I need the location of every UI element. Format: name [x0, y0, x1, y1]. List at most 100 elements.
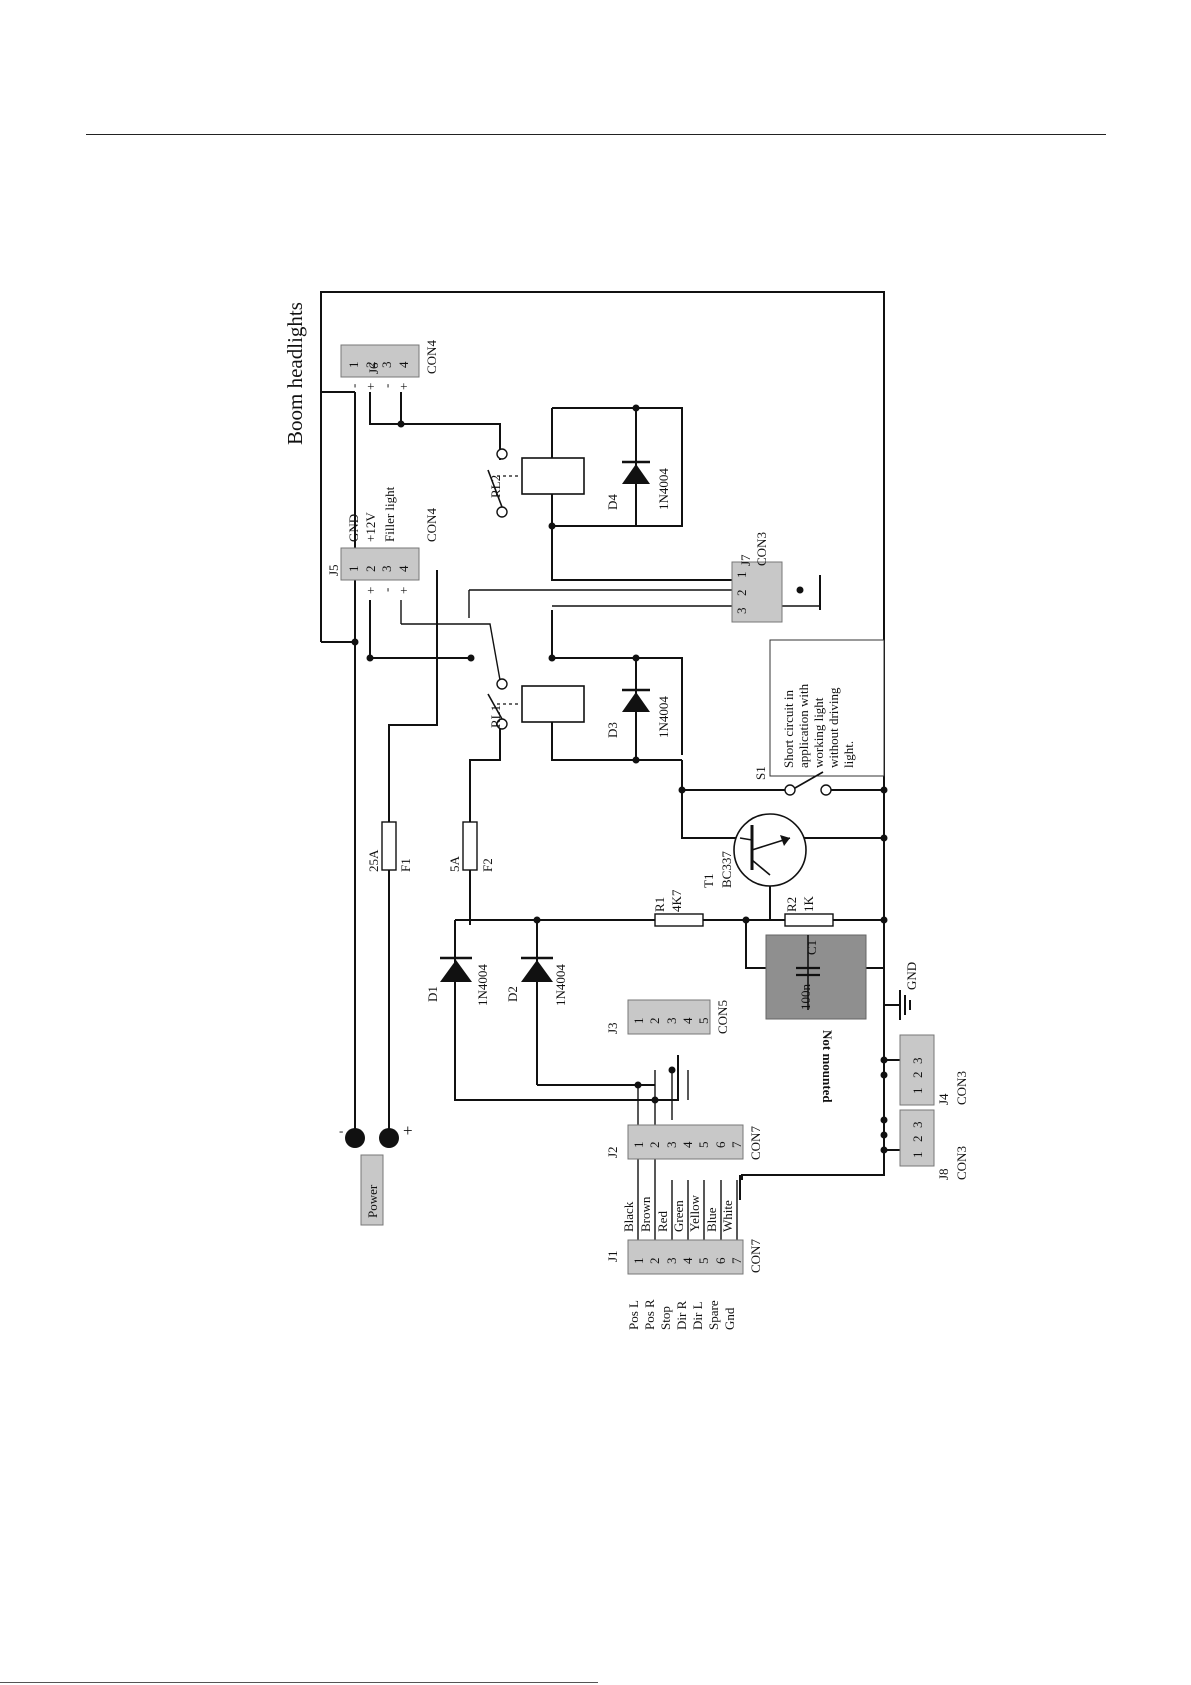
j6-pin-3: 3 [379, 362, 394, 369]
signal-label-2: Pos R [642, 1299, 657, 1330]
s1-note-line-3: working light [811, 697, 826, 768]
s1-note-line-5: light. [841, 741, 856, 768]
t1-collector-wire [681, 760, 740, 839]
d1-ref: D1 [425, 986, 440, 1002]
j7-pin-3: 3 [734, 608, 749, 615]
j6-pin-4: 4 [396, 361, 411, 368]
j1-signal-labels: Pos L Pos R Stop Dir R Dir L Spare Gnd [626, 1299, 737, 1330]
rl1-contact-wire [401, 623, 501, 681]
c1-note: Not mounted [820, 1030, 835, 1103]
d3-ref: D3 [605, 722, 620, 738]
j5-pin-3: 3 [379, 566, 394, 573]
d2-ref: D2 [505, 986, 520, 1002]
j5-pin-2: 2 [363, 566, 378, 573]
d4-ref: D4 [605, 494, 620, 510]
connector-j5: J5 CON4 GND +12V Filler light 1 2 3 4 - … [326, 486, 439, 594]
j3-pin-4: 4 [680, 1017, 695, 1024]
j6-sign-1: - [346, 384, 361, 388]
j8-pin-3: 3 [910, 1122, 925, 1129]
signal-label-1: Pos L [626, 1300, 641, 1330]
diode-d4: D4 1N4004 [605, 408, 671, 526]
j6-ref: J6 [366, 362, 381, 374]
j7-pin-2: 2 [734, 590, 749, 597]
s1-note: Short circuit in application with workin… [769, 639, 885, 777]
j8-pin-1: 1 [910, 1152, 925, 1159]
c1-ref: C1 [804, 940, 819, 955]
power-plus-label: + [403, 1121, 413, 1140]
wire-color-7: White [720, 1200, 735, 1232]
f1-ref: F1 [398, 858, 413, 872]
j2-pin-6: 6 [713, 1141, 728, 1148]
j3-pin-5: 5 [696, 1018, 711, 1025]
j1-pin-5: 5 [696, 1258, 711, 1265]
signal-label-4: Dir R [674, 1300, 689, 1330]
j1-pin-3: 3 [664, 1258, 679, 1265]
j5-sign-3: - [379, 588, 394, 592]
rl2-ref: RL2 [488, 475, 503, 498]
power-box [360, 1154, 384, 1226]
j3-pin-1: 1 [631, 1018, 646, 1025]
r1-ref: R1 [652, 897, 667, 912]
connector-j4: J4 CON3 3 2 1 [899, 1034, 969, 1106]
r1-value: 4K7 [669, 889, 684, 912]
s1-note-line-1: Short circuit in [781, 690, 796, 768]
j1-pin-7: 7 [729, 1257, 744, 1264]
t1-part: BC337 [719, 851, 734, 888]
j2-pin-5: 5 [696, 1142, 711, 1149]
connector-j3: J3 CON5 1 2 3 4 5 [605, 999, 730, 1035]
j2-ref: J2 [605, 1146, 620, 1158]
j6-type: CON4 [424, 340, 439, 374]
j8-type: CON3 [954, 1146, 969, 1180]
connector-j8: J8 CON3 3 2 1 [899, 1109, 969, 1180]
j6-sign-4: + [396, 383, 411, 390]
wire-color-4: Green [671, 1200, 686, 1232]
j5-plus-wire [369, 600, 471, 659]
connector-j7: J7 CON3 1 2 3 [731, 532, 783, 623]
wire-color-2: Brown [638, 1196, 653, 1232]
f2-ref: F2 [480, 858, 495, 872]
resistor-r2: R2 1K [784, 896, 834, 927]
j2-type: CON7 [748, 1126, 763, 1160]
r1-wire [454, 920, 679, 1101]
fuse-f2: 5A F2 [447, 821, 495, 872]
rl1-ref: RL1 [488, 705, 503, 728]
j6-pin-2: 2 [363, 362, 378, 369]
j8-ref: J8 [936, 1168, 951, 1180]
j2-pin-7: 7 [729, 1141, 744, 1148]
ground-symbol: GND [884, 962, 919, 1020]
rl1-coil-frame [551, 610, 683, 755]
s1-note-line-4: without driving [826, 687, 841, 768]
j5-label-12v: +12V [363, 512, 378, 542]
j2-pin-1: 1 [631, 1142, 646, 1149]
j3-pin-2: 2 [647, 1018, 662, 1025]
diode-d2: D2 1N4004 [505, 956, 568, 1006]
power-minus-label: - [339, 1123, 343, 1138]
fuse-f1: 25A F1 [366, 725, 413, 872]
j4-pin-1: 1 [910, 1088, 925, 1095]
j5-type: CON4 [424, 508, 439, 542]
d4-part: 1N4004 [656, 468, 671, 510]
j5-pin-1: 1 [346, 566, 361, 573]
gnd-label: GND [904, 962, 919, 990]
power-terminal: - + Power [339, 1121, 413, 1226]
j5-ref: J5 [326, 564, 341, 576]
capacitor-c1: C1 100n Not mounted [765, 934, 867, 1103]
j2-pin-3: 3 [664, 1142, 679, 1149]
junction-dots [351, 404, 888, 1154]
t1-ref: T1 [701, 874, 716, 888]
transistor-t1: T1 BC337 [701, 813, 807, 888]
d1-part: 1N4004 [475, 964, 490, 1006]
s1-note-line-2: application with [796, 683, 811, 768]
relay-rl1: RL1 [487, 678, 585, 730]
j6-sign-2: + [363, 383, 378, 390]
j6-pin-1: 1 [346, 362, 361, 369]
j4-pin-3: 3 [910, 1058, 925, 1065]
j5-sign-4: + [396, 587, 411, 594]
j5-pin-4: 4 [396, 565, 411, 572]
d3-part: 1N4004 [656, 696, 671, 738]
signal-label-7: Gnd [722, 1307, 737, 1330]
j4-type: CON3 [954, 1071, 969, 1105]
power-plus-wire [388, 570, 438, 1138]
j5-sign-2: + [363, 587, 378, 594]
j7-pin-1: 1 [734, 572, 749, 579]
